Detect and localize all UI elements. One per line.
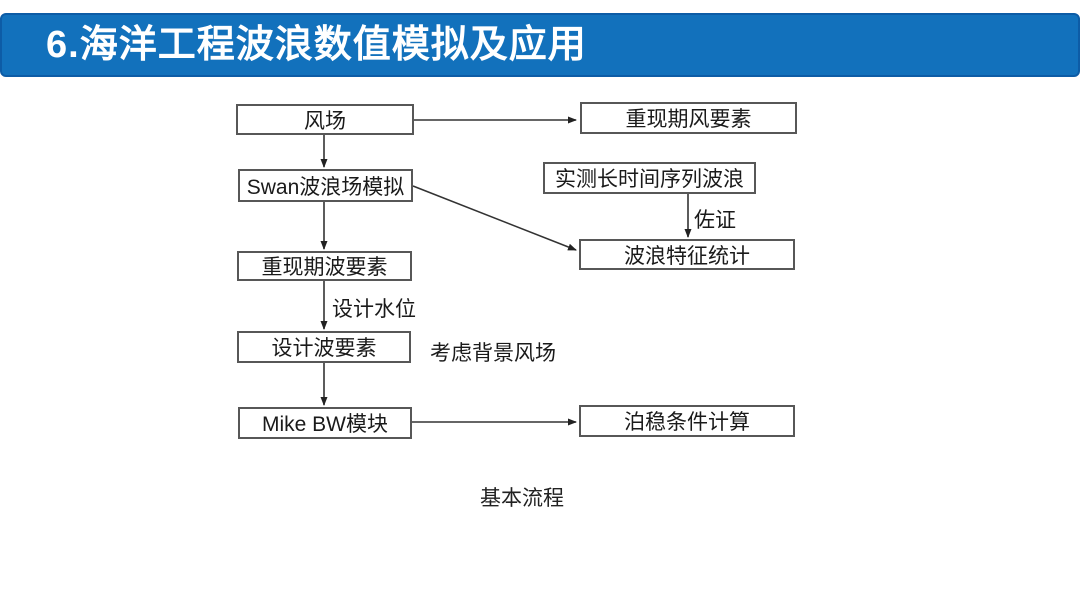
flow-node-wind-field: 风场: [236, 104, 414, 135]
caption-basic-process: 基本流程: [480, 487, 564, 510]
flow-node-design-wave: 设计波要素: [237, 331, 411, 363]
flow-node-berth-stability: 泊稳条件计算: [579, 405, 795, 437]
flow-node-wave-statistics: 波浪特征统计: [579, 239, 795, 270]
flow-node-measured-waves: 实测长时间序列波浪: [543, 162, 756, 194]
slide-title-bar: 6.海洋工程波浪数值模拟及应用: [0, 13, 1080, 77]
arrow-swan-to-wavestatistics: [412, 185, 577, 251]
flow-node-mike-bw: Mike BW模块: [238, 407, 412, 439]
edge-label-design-water-level: 设计水位: [332, 298, 416, 321]
flow-node-return-period-wind: 重现期风要素: [580, 102, 797, 134]
edge-label-background-wind: 考虑背景风场: [430, 342, 556, 365]
page-title: 6.海洋工程波浪数值模拟及应用: [46, 24, 587, 66]
flow-node-return-period-wave: 重现期波要素: [237, 251, 412, 281]
flow-node-swan-simulation: Swan波浪场模拟: [238, 169, 413, 202]
edge-label-corroboration: 佐证: [694, 209, 736, 232]
